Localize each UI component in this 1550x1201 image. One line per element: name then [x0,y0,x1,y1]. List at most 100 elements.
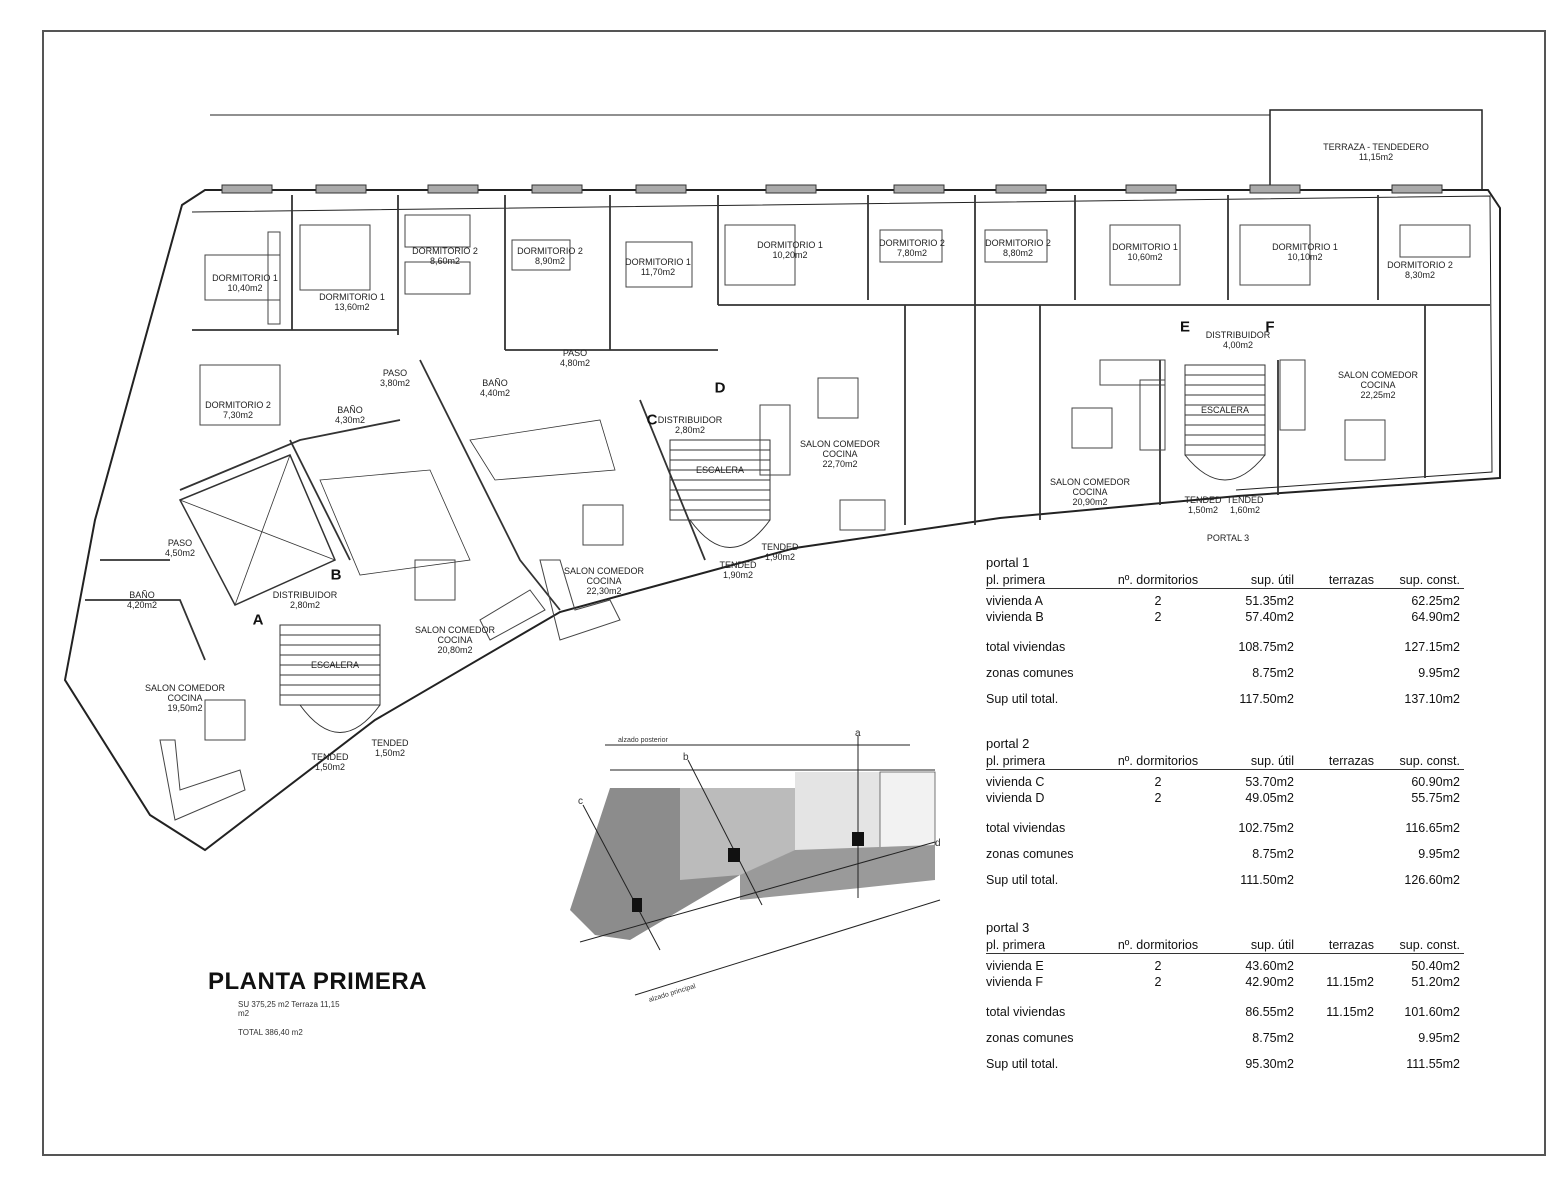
table-cell: total viviendas [986,640,1066,654]
room-label: TENDED 1,50m2 [311,752,349,772]
window [221,184,273,194]
table-cell: 9.95m2 [1418,847,1460,861]
column-header: pl. primera [986,573,1046,587]
table-cell: Sup util total. [986,692,1059,706]
inset-label-c: c [578,796,583,807]
dining-table [414,559,456,601]
column-header: sup. útil [1250,938,1294,952]
table-cell: 51.35m2 [1245,594,1294,608]
title-note-surfaces: SU 375,25 m2 Terraza 11,15 m2 [238,1000,340,1018]
site-inset [570,735,941,996]
room-label: DORMITORIO 1 10,60m2 [1112,242,1178,262]
inset-label-d: d [935,838,941,849]
inset-label-b: b [683,752,689,763]
window [315,184,367,194]
table-cell: 116.65m2 [1405,821,1460,835]
plan-title: PLANTA PRIMERA [208,968,427,995]
terraza-tendedero [1269,109,1483,191]
table-cell: 8.75m2 [1252,847,1294,861]
table-cell: 57.40m2 [1245,610,1294,624]
column-header: nº. dormitorios [1117,938,1199,952]
table-cell: 51.20m2 [1411,975,1460,989]
room-label: SALON COMEDOR COCINA 19,50m2 [144,683,226,713]
column-header: sup. const. [1399,938,1460,952]
room-label: SALON COMEDOR COCINA 20,80m2 [414,625,496,655]
portal-name: portal 3 [986,920,1030,935]
dining-table [1071,407,1113,449]
room-label: PORTAL 3 [1206,533,1250,543]
table-cell: 11.15m2 [1326,975,1374,989]
table-cell: 108.75m2 [1238,640,1294,654]
portal-name: portal 1 [986,555,1030,570]
column-header: pl. primera [986,754,1046,768]
table-cell: zonas comunes [986,1031,1074,1045]
table-cell: 126.60m2 [1404,873,1460,887]
table-cell: vivienda D [986,791,1045,805]
totals-row: zonas comunes 8.75m2 9.95m2 [986,846,1464,862]
window [427,184,479,194]
table-cell: 62.25m2 [1411,594,1460,608]
table-cell: 111.50m2 [1240,873,1294,887]
unit-letter-a: A [252,611,264,629]
dining-table [582,504,624,546]
table-cell: zonas comunes [986,847,1074,861]
column-header: sup. útil [1250,754,1294,768]
table-cell: Sup util total. [986,873,1059,887]
room-label: DORMITORIO 2 8,30m2 [1387,260,1453,280]
room-label: ESCALERA [695,465,745,475]
room-label: DISTRIBUIDOR 2,80m2 [272,590,338,610]
table-cell: 55.75m2 [1411,791,1460,805]
table-cell: 50.40m2 [1411,959,1460,973]
column-header: terrazas [1328,938,1374,952]
title-note-total: TOTAL 386,40 m2 [238,1028,303,1037]
table-cell: vivienda E [986,959,1044,973]
stair-a [279,624,381,733]
room-label: TENDED 1,90m2 [761,542,799,562]
table-cell: 60.90m2 [1411,775,1460,789]
window [635,184,687,194]
column-header: nº. dormitorios [1117,573,1199,587]
table-cell: 101.60m2 [1404,1005,1460,1019]
table-cell: vivienda C [986,775,1045,789]
table-cell: 49.05m2 [1245,791,1294,805]
room-label: TENDED 1,90m2 [719,560,757,580]
table-header-row: pl. primera nº. dormitorios sup. útil terra… [986,937,1464,954]
unit-letter-f: F [1265,318,1275,336]
room-label: DISTRIBUIDOR 2,80m2 [657,415,723,435]
room-label: DORMITORIO 1 10,40m2 [212,273,278,293]
room-label: PASO 4,80m2 [559,348,591,368]
window [531,184,583,194]
table-cell: 2 [1154,959,1162,973]
column-header: pl. primera [986,938,1046,952]
dining-table [1344,419,1386,461]
totals-row: Sup util total. 111.50m2 126.60m2 [986,872,1464,888]
column-header: sup. const. [1399,573,1460,587]
window [1249,184,1301,194]
table-cell: 102.75m2 [1238,821,1294,835]
table-cell: 127.15m2 [1404,640,1460,654]
room-label: TENDED 1,50m2 [1184,495,1222,515]
room-label: DORMITORIO 1 13,60m2 [319,292,385,312]
table-cell: vivienda A [986,594,1043,608]
room-label: TERRAZA - TENDEDERO 11,15m2 [1323,142,1429,162]
room-label: DORMITORIO 1 11,70m2 [625,257,691,277]
table-cell: 53.70m2 [1245,775,1294,789]
table-cell: 2 [1154,975,1162,989]
room-label: DORMITORIO 2 8,90m2 [517,246,583,266]
room-label: DORMITORIO 1 10,10m2 [1272,242,1338,262]
table-cell: zonas comunes [986,666,1074,680]
light-well-3 [469,419,616,481]
totals-row: total viviendas 108.75m2 127.15m2 [986,639,1464,655]
inset-label-a: a [855,728,861,739]
room-label: DISTRIBUIDOR 4,00m2 [1205,330,1271,350]
table-cell: 42.90m2 [1245,975,1294,989]
